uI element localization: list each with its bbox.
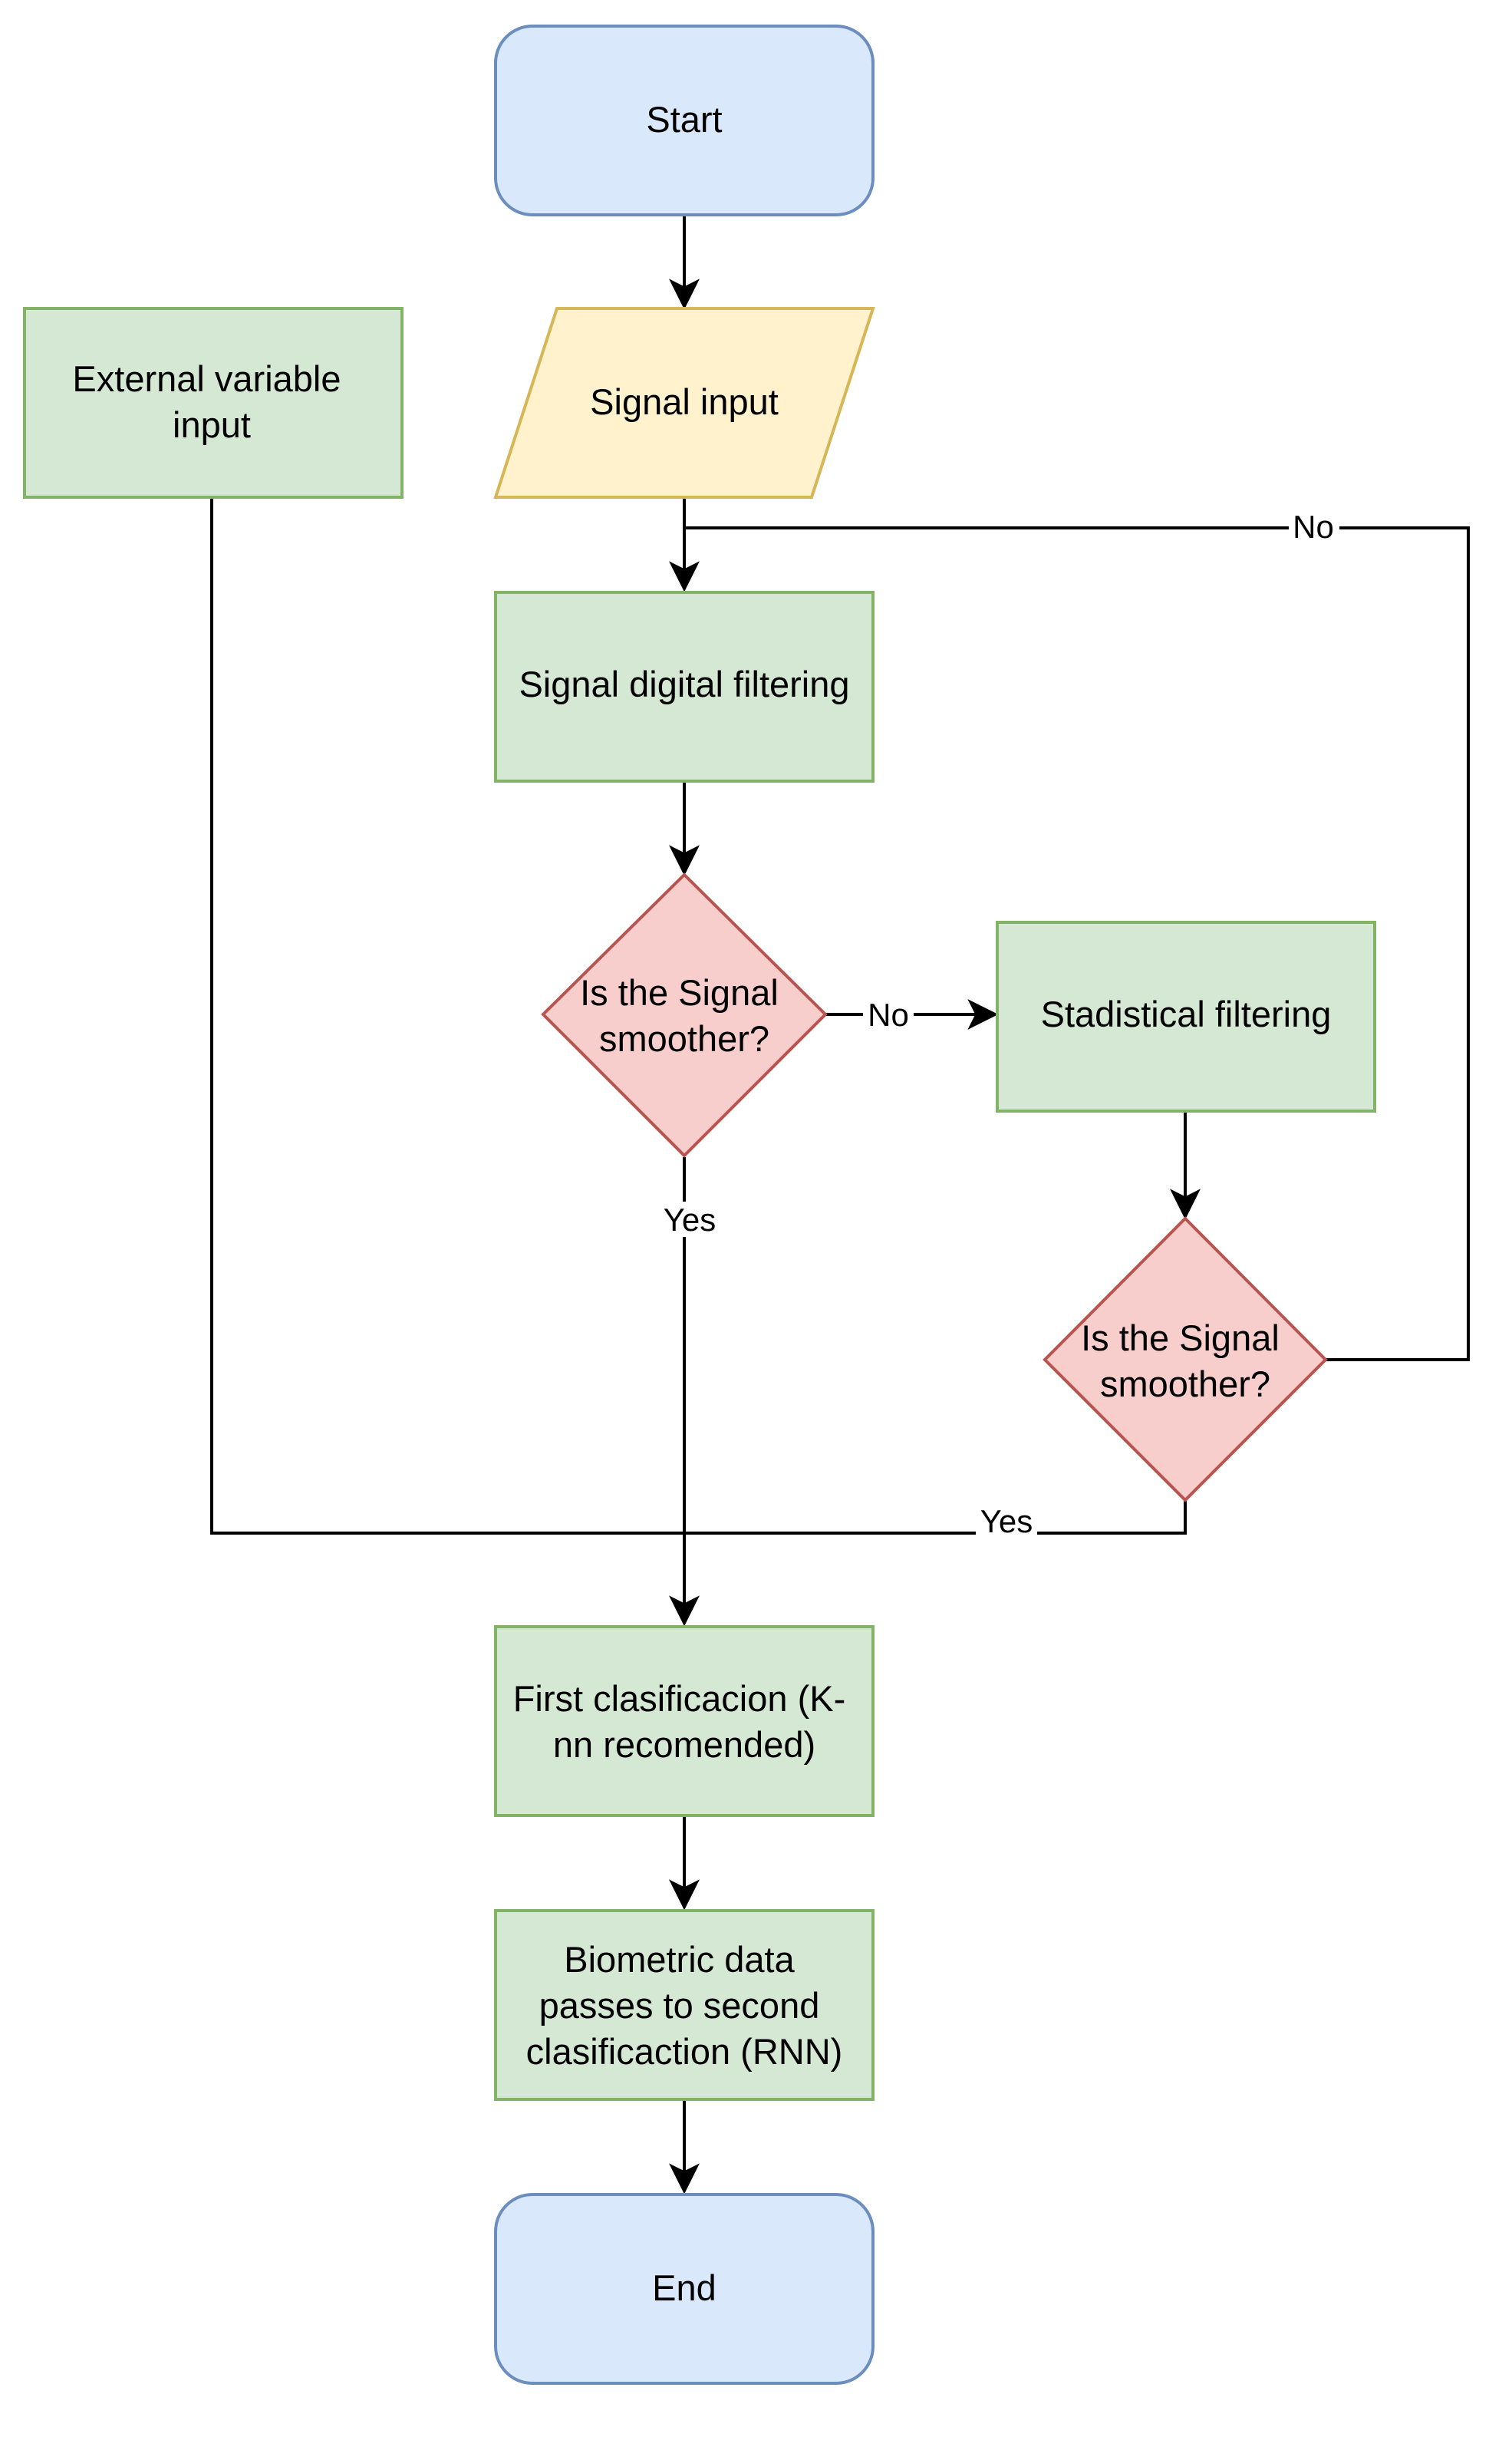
- signal-digital-filtering-shape: [494, 591, 875, 783]
- external-variable-input-shape: [23, 307, 404, 499]
- start-label-line-1: Start: [646, 99, 722, 140]
- decision-2-label-line-2: smoother?: [1100, 1364, 1270, 1404]
- edge-external-variable-to-merge: [210, 497, 684, 1535]
- start-terminal: Start: [494, 25, 875, 216]
- end-terminal-shape: [494, 2193, 875, 2385]
- external-variable-input-label-line-1: External variable: [72, 358, 341, 399]
- decision-2-diamond: Is the Signal smoother?: [1043, 1216, 1328, 1502]
- first-clasificacion-label-line-2: nn recomended): [553, 1724, 815, 1765]
- edge-label-decision-2-yes: Yes: [980, 1503, 1033, 1539]
- signal-input-label: Signal input: [590, 381, 779, 422]
- signal-digital-filtering-label: Signal digital filtering: [519, 664, 849, 704]
- edge-label-decision-2-no: No: [1293, 509, 1334, 545]
- decision-1-diamond: Is the Signal smoother?: [541, 872, 828, 1158]
- signal-digital-filtering-process: Signal digital filtering: [494, 591, 875, 783]
- decision-1-label: Is the Signal smoother?: [580, 972, 789, 1059]
- external-variable-input-label: External variable input: [72, 358, 351, 445]
- end-terminal: End: [494, 2193, 875, 2385]
- edge-label-bg-decision-1-yes: [658, 1202, 720, 1237]
- edge-label-decision-1-yes: Yes: [664, 1202, 716, 1238]
- edge-decision-2-yes-to-merge: [684, 1500, 1187, 1535]
- first-clasificacion-process: First clasificacion (K- nn recomended): [494, 1625, 875, 1817]
- decision-2-label: Is the Signal smoother?: [1081, 1317, 1290, 1404]
- biometric-data-process: Biometric data passes to second clasific…: [494, 1909, 875, 2101]
- first-clasificacion-label-line-1: First clasificacion (K-: [513, 1678, 846, 1719]
- decision-1-label-line-1: Is the Signal: [580, 972, 779, 1013]
- edge-label-bg-decision-2-yes: [976, 1507, 1037, 1542]
- edge-decision-2-no-loop-back: [684, 526, 1470, 1361]
- signal-digital-filtering-label-line-1: Signal digital filtering: [519, 664, 849, 704]
- signal-input-io: Signal input: [493, 307, 875, 499]
- decision-2-shape: [1043, 1216, 1328, 1502]
- biometric-data-label-line-1: Biometric data: [564, 1939, 795, 1980]
- decision-1-label-line-2: smoother?: [599, 1018, 769, 1059]
- stadistical-filtering-process: Stadistical filtering: [996, 921, 1376, 1113]
- decision-2-label-line-1: Is the Signal: [1081, 1317, 1280, 1358]
- stadistical-filtering-label-line-1: Stadistical filtering: [1041, 994, 1332, 1034]
- start-terminal-shape: [494, 25, 875, 216]
- signal-input-io-shape: [493, 307, 875, 499]
- end-label-line-1: End: [652, 2267, 716, 2308]
- stadistical-filtering-label: Stadistical filtering: [1041, 994, 1332, 1034]
- signal-input-label-line-1: Signal input: [590, 381, 779, 422]
- biometric-data-label: Biometric data passes to second clasific…: [526, 1939, 843, 2072]
- first-clasificacion-label: First clasificacion (K- nn recomended): [513, 1678, 856, 1765]
- start-label: Start: [646, 99, 722, 140]
- external-variable-input-process: External variable input: [23, 307, 404, 499]
- edge-label-bg-decision-1-no: [863, 997, 914, 1032]
- decision-1-shape: [541, 872, 828, 1158]
- end-label: End: [652, 2267, 716, 2308]
- first-clasificacion-shape: [494, 1625, 875, 1817]
- stadistical-filtering-shape: [996, 921, 1376, 1113]
- edge-label-decision-1-no: No: [868, 997, 909, 1033]
- external-variable-input-label-line-2: input: [173, 404, 251, 445]
- edge-label-bg-decision-2-no: [1289, 510, 1339, 546]
- biometric-data-label-line-2: passes to second: [539, 1985, 820, 2026]
- biometric-data-label-line-3: clasificaction (RNN): [526, 2031, 843, 2072]
- biometric-data-shape: [494, 1909, 875, 2101]
